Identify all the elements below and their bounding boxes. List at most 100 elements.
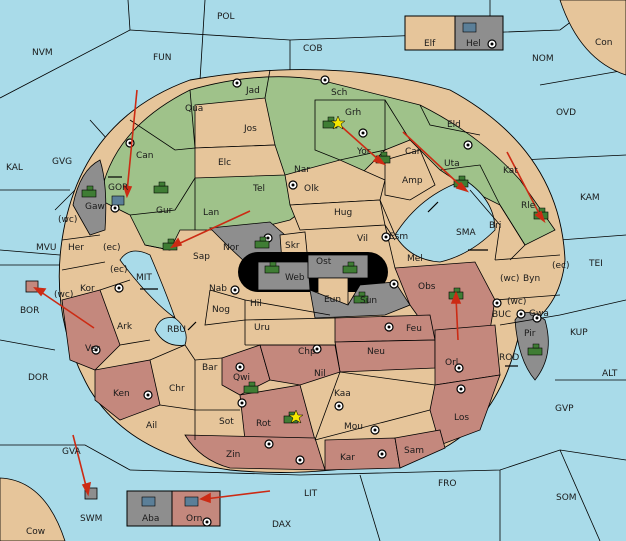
region-Jos[interactable] (194, 97, 276, 149)
label-NVM: NVM (32, 48, 53, 58)
unit-army-Web (264, 261, 280, 274)
label-Hel: Hel (466, 39, 481, 49)
label-Neu: Neu (367, 347, 385, 357)
region-Orl[interactable] (434, 324, 501, 386)
label-ROD: ROD (499, 353, 519, 363)
label-Gaw: Gaw (85, 202, 105, 212)
label-Nor: Nor (223, 243, 239, 253)
label-Lan: Lan (203, 208, 219, 218)
label-KUP: KUP (570, 328, 588, 338)
label-RBU: RBU (167, 325, 186, 335)
region-Elf[interactable] (404, 15, 456, 51)
supply-centers (91, 39, 542, 527)
unit-army-Sun (353, 291, 369, 304)
label-KAL: KAL (6, 163, 23, 173)
region-Ver[interactable] (61, 289, 121, 371)
region-Los[interactable] (429, 374, 501, 446)
region-Amp[interactable] (384, 149, 436, 201)
label-Nar: Nar (294, 165, 310, 175)
label-Nab: Nab (209, 284, 227, 294)
unit-army-Gur (153, 181, 169, 194)
label-Nog: Nog (212, 305, 230, 315)
region-Pir[interactable] (514, 312, 549, 381)
label-Zin: Zin (226, 450, 240, 460)
label-Chp: Chp (298, 347, 316, 357)
label-BUC: BUC (492, 310, 511, 320)
label-Sun: Sun (360, 296, 377, 306)
label-Gaw-wc: (wc) (58, 215, 77, 225)
label-Amp: Amp (402, 176, 423, 186)
region-Kar[interactable] (324, 437, 401, 471)
label-Sot: Sot (219, 417, 234, 427)
label-Elc: Elc (218, 158, 231, 168)
label-Chr: Chr (169, 384, 185, 394)
label-COB: COB (303, 44, 323, 54)
inner-sea-MIT[interactable] (119, 250, 176, 320)
region-Zin[interactable] (184, 434, 326, 471)
label-Bri: Bri (489, 221, 501, 231)
region-labels: POL FUN COB NVM NOM OVD Con Elf Hel KAL … (6, 12, 618, 537)
label-Uta: Uta (444, 159, 460, 169)
region-Neu[interactable] (334, 339, 436, 373)
region-Ken[interactable] (94, 359, 161, 421)
label-Eld: Eld (447, 120, 461, 130)
label-Ken: Ken (113, 389, 130, 399)
label-Kor-wc: (wc) (54, 290, 73, 300)
label-Web: Web (285, 273, 305, 283)
unit-army-Gaw (81, 185, 97, 198)
region-Olk[interactable] (284, 159, 386, 206)
label-Rot: Rot (256, 419, 271, 429)
region-Gaw[interactable] (72, 159, 107, 236)
label-Can: Can (136, 151, 154, 161)
label-Qwi: Qwi (233, 373, 250, 383)
province-borders (61, 69, 561, 441)
label-Skr: Skr (285, 241, 300, 251)
label-OVD: OVD (556, 108, 576, 118)
unit-army-Nor (254, 236, 270, 249)
region-Sam[interactable] (394, 429, 446, 469)
label-Gwa: Gwa (529, 309, 549, 319)
label-Gur: Gur (156, 206, 173, 216)
label-Ark: Ark (117, 322, 133, 332)
label-SMA: SMA (456, 228, 476, 238)
label-Kat: Kat (503, 166, 518, 176)
label-Byn-ec: (ec) (552, 261, 570, 271)
star-Grh (330, 115, 346, 130)
label-Obs: Obs (418, 282, 436, 292)
label-Qua: Qua (185, 104, 203, 114)
label-SWM: SWM (80, 514, 102, 524)
label-KAM: KAM (580, 193, 600, 203)
label-Her: Her (68, 243, 84, 253)
inner-sea-RBU[interactable] (154, 317, 187, 346)
capture-stars (288, 115, 346, 424)
unit-fleet-BOR (25, 280, 39, 293)
label-MIT: MIT (136, 273, 152, 283)
label-Aba: Aba (142, 514, 159, 524)
label-LIT: LIT (304, 489, 318, 499)
label-Byn-wc: (wc) (500, 274, 519, 284)
unit-fleet-GOR (111, 195, 125, 206)
label-Her-ec: (ec) (103, 243, 121, 253)
label-TEI: TEI (588, 259, 603, 269)
label-Byn: Byn (523, 274, 540, 284)
label-Yor: Yor (356, 147, 371, 157)
label-DAX: DAX (272, 520, 291, 530)
label-Kaa: Kaa (334, 389, 351, 399)
region-Elc[interactable] (194, 144, 286, 179)
inner-sea-SMA[interactable] (394, 179, 496, 263)
order-arrows (33, 89, 546, 504)
label-Hug: Hug (334, 208, 352, 218)
label-BOR: BOR (20, 306, 39, 316)
label-Mel: Mel (407, 254, 423, 264)
label-Pir: Pir (524, 329, 536, 339)
label-Uru: Uru (254, 323, 270, 333)
label-Sch: Sch (331, 88, 347, 98)
label-Elf: Elf (424, 39, 436, 49)
label-Feu: Feu (406, 324, 422, 334)
unit-fleet-SWM (84, 487, 98, 500)
label-Sap: Sap (193, 252, 210, 262)
movement-indicators (108, 176, 518, 367)
label-Sam: Sam (404, 446, 424, 456)
label-Tel: Tel (252, 184, 265, 194)
